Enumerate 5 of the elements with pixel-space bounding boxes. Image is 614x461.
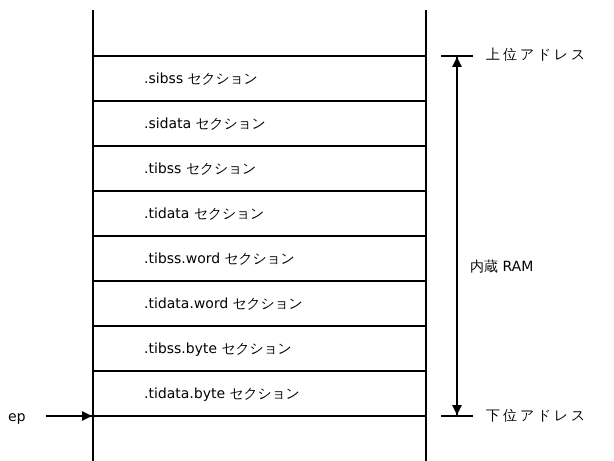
arrow	[46, 411, 92, 421]
address-label: 上位アドレス	[486, 46, 588, 64]
memory-label: 内蔵 RAM	[470, 258, 534, 276]
address-label: 下位アドレス	[486, 407, 588, 425]
pointer-label: ep	[8, 408, 26, 426]
